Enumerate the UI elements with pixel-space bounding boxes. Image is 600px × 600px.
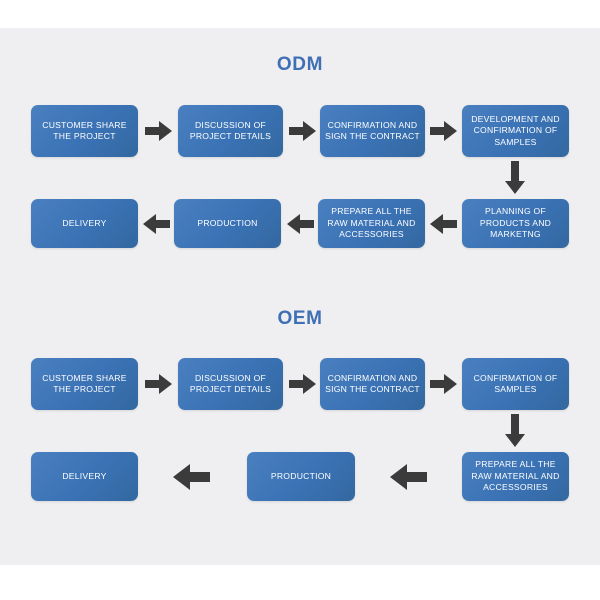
arrow-right-icon xyxy=(430,121,457,141)
node-label: CONFIRMATION AND SIGN THE CONTRACT xyxy=(325,119,420,142)
node-odm-delivery[interactable]: DELIVERY xyxy=(31,199,138,248)
arrow-down-icon xyxy=(505,161,525,194)
node-label: DISCUSSION OF PROJECT DETAILS xyxy=(189,372,272,395)
arrow-left-icon xyxy=(430,214,457,234)
node-label: PRODUCTION xyxy=(197,217,258,228)
node-label: CUSTOMER SHARE THE PROJECT xyxy=(42,119,127,142)
node-odm-prepare-raw-material[interactable]: PREPARE ALL THE RAW MATERIAL AND ACCESSO… xyxy=(318,199,425,248)
node-label: DELIVERY xyxy=(62,217,107,228)
section-title-odm: ODM xyxy=(276,54,324,75)
node-label: PLANNING OF PRODUCTS AND MARKETNG xyxy=(479,206,552,240)
node-label: PRODUCTION xyxy=(270,470,332,481)
node-label: PREPARE ALL THE RAW MATERIAL AND ACCESSO… xyxy=(471,459,560,493)
arrow-right-icon xyxy=(289,374,316,394)
node-oem-prepare-raw-material[interactable]: PREPARE ALL THE RAW MATERIAL AND ACCESSO… xyxy=(462,452,569,501)
arrow-left-icon xyxy=(390,464,427,490)
node-oem-confirmation-samples[interactable]: CONFIRMATION OF SAMPLES xyxy=(462,358,569,410)
node-odm-production[interactable]: PRODUCTION xyxy=(174,199,281,248)
arrow-left-icon xyxy=(143,214,170,234)
node-label: CUSTOMER SHARE THE PROJECT xyxy=(42,372,127,395)
section-title-oem: OEM xyxy=(277,308,323,329)
arrow-right-icon xyxy=(145,374,172,394)
node-odm-confirmation-contract[interactable]: CONFIRMATION AND SIGN THE CONTRACT xyxy=(320,105,425,157)
node-oem-customer-share[interactable]: CUSTOMER SHARE THE PROJECT xyxy=(31,358,138,410)
arrow-left-icon xyxy=(287,214,314,234)
node-oem-delivery[interactable]: DELIVERY xyxy=(31,452,138,501)
node-oem-discussion[interactable]: DISCUSSION OF PROJECT DETAILS xyxy=(178,358,283,410)
node-odm-development-samples[interactable]: DEVELOPMENT AND CONFIRMATION OF SAMPLES xyxy=(462,105,569,157)
node-odm-planning[interactable]: PLANNING OF PRODUCTS AND MARKETNG xyxy=(462,199,569,248)
node-odm-customer-share[interactable]: CUSTOMER SHARE THE PROJECT xyxy=(31,105,138,157)
arrow-right-icon xyxy=(289,121,316,141)
node-label: DISCUSSION OF PROJECT DETAILS xyxy=(189,119,272,142)
arrow-left-icon xyxy=(173,464,210,490)
arrow-down-icon xyxy=(505,414,525,447)
node-label: CONFIRMATION AND SIGN THE CONTRACT xyxy=(325,372,420,395)
arrow-right-icon xyxy=(430,374,457,394)
node-label: PREPARE ALL THE RAW MATERIAL AND ACCESSO… xyxy=(327,206,416,240)
node-label: DELIVERY xyxy=(62,470,107,481)
node-label: CONFIRMATION OF SAMPLES xyxy=(473,372,558,395)
node-odm-discussion[interactable]: DISCUSSION OF PROJECT DETAILS xyxy=(178,105,283,157)
arrow-right-icon xyxy=(145,121,172,141)
node-label: DEVELOPMENT AND CONFIRMATION OF SAMPLES xyxy=(471,113,560,147)
node-oem-confirmation-contract[interactable]: CONFIRMATION AND SIGN THE CONTRACT xyxy=(320,358,425,410)
node-oem-production[interactable]: PRODUCTION xyxy=(247,452,355,501)
